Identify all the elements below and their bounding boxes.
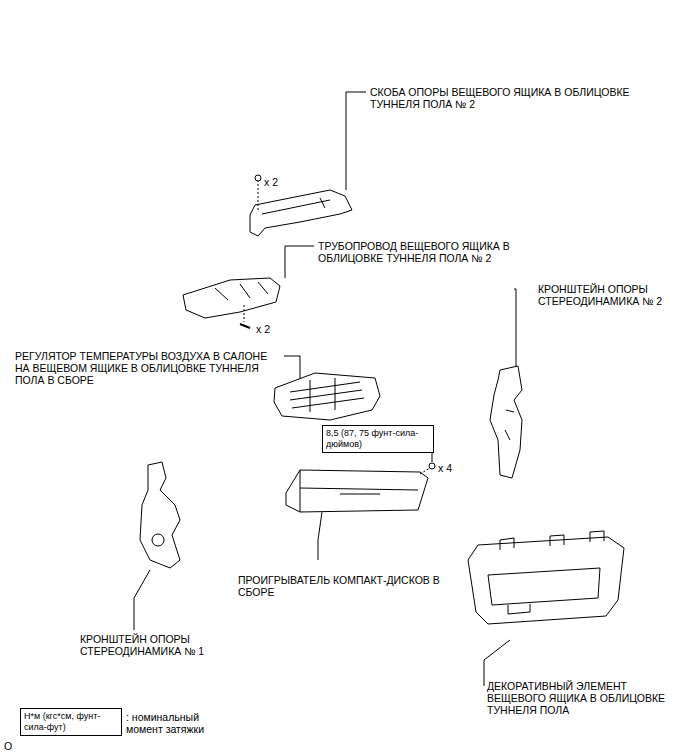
part-name: ДЕКОРАТИВНЫЙ ЭЛЕМЕНТ ВЕЩЕВОГО ЯЩИКА В ОБ… <box>487 680 682 716</box>
torque-text: 8,5 (87, 75 фунт-сила-дюймов) <box>326 428 430 450</box>
part-name: КРОНШТЕЙН ОПОРЫ СТЕРЕОДИНАМИКА № 1 <box>80 633 220 657</box>
part-name: КРОНШТЕЙН ОПОРЫ СТЕРЕОДИНАМИКА № 2 <box>538 283 668 307</box>
quantity: x 4 <box>438 462 468 474</box>
legend-sample-box: Н*м (кгс*см, фунт-сила-фут) <box>20 708 122 736</box>
torque-text: Н*м (кгс*см, фунт-сила-фут) <box>24 711 118 733</box>
part-name: СКОБА ОПОРЫ ВЕЩЕВОГО ЯЩИКА В ОБЛИЦОВКЕ Т… <box>370 86 645 110</box>
quantity: x 2 <box>256 323 286 335</box>
part-name: ПРОИГРЫВАТЕЛЬ КОМПАКТ-ДИСКОВ В СБОРЕ <box>238 574 468 598</box>
legend-text: : номинальный момент затяжки <box>126 711 226 735</box>
part-name: РЕГУЛЯТОР ТЕМПЕРАТУРЫ ВОЗДУХА В САЛОНЕ Н… <box>15 350 283 386</box>
page-mark: O <box>4 740 24 752</box>
torque-box: 8,5 (87, 75 фунт-сила-дюймов) <box>322 425 434 453</box>
quantity: x 2 <box>264 176 294 188</box>
part-name: ТРУБОПРОВОД ВЕЩЕВОГО ЯЩИКА В ОБЛИЦОВКЕ Т… <box>318 240 518 264</box>
